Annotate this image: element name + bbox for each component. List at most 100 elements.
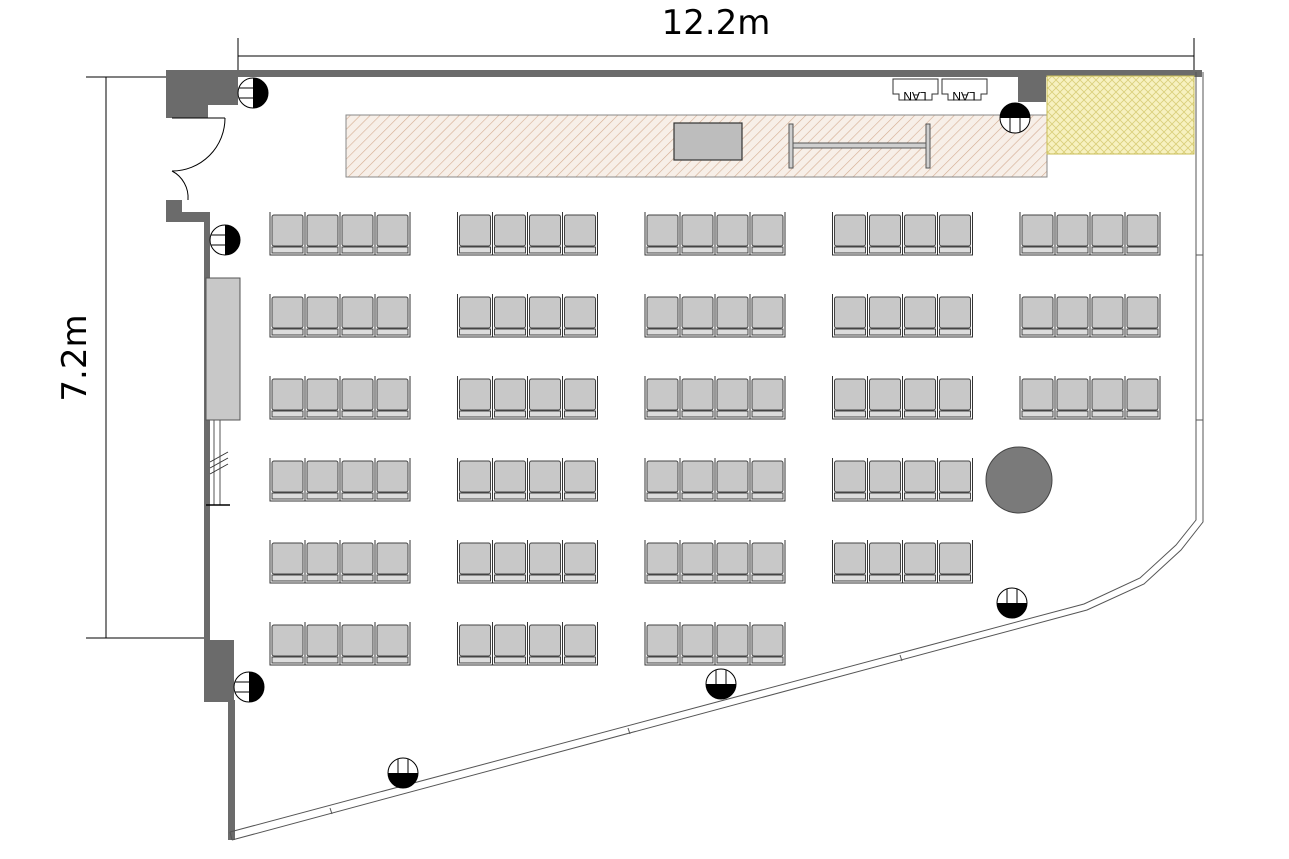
chair	[339, 622, 376, 666]
chair	[492, 376, 528, 420]
chair	[457, 376, 493, 420]
chair	[902, 294, 938, 338]
outlet-icon	[209, 224, 241, 256]
stage-area	[345, 114, 1048, 178]
seat-block	[832, 376, 973, 420]
chair	[562, 622, 598, 666]
chair	[867, 212, 903, 256]
chair	[304, 622, 341, 666]
chair	[562, 294, 598, 338]
chair	[644, 294, 681, 338]
chair	[937, 212, 973, 256]
chair	[937, 294, 973, 338]
chair	[457, 622, 493, 666]
outlet-icon	[387, 757, 419, 789]
chair	[269, 212, 306, 256]
chair	[562, 212, 598, 256]
chair	[457, 458, 493, 502]
chair	[1054, 212, 1091, 256]
seat-block	[269, 540, 411, 584]
outlet-icon	[996, 587, 1028, 619]
chair	[457, 540, 493, 584]
door[interactable]	[171, 117, 226, 201]
chair	[644, 458, 681, 502]
chair	[492, 540, 528, 584]
outlet-icon	[999, 102, 1031, 134]
seat-block	[269, 622, 411, 666]
seat-block	[457, 212, 598, 256]
chair	[937, 458, 973, 502]
outlet-icon	[233, 671, 265, 703]
chair	[832, 376, 868, 420]
seat-block	[644, 622, 786, 666]
chair	[902, 540, 938, 584]
chair	[749, 540, 786, 584]
chair	[832, 540, 868, 584]
seat-block	[269, 212, 411, 256]
chair	[1124, 212, 1161, 256]
chair	[457, 294, 493, 338]
chair	[679, 622, 716, 666]
seat-block	[644, 294, 786, 338]
seat-block	[457, 294, 598, 338]
chair	[714, 294, 751, 338]
chair	[832, 212, 868, 256]
lan-port-2[interactable]: LAN	[941, 78, 988, 103]
lan-port-label: LAN	[952, 89, 975, 103]
chair	[304, 212, 341, 256]
chair	[749, 458, 786, 502]
chair	[867, 294, 903, 338]
seat-block	[1019, 294, 1161, 338]
lan-port-1[interactable]: LAN	[892, 78, 939, 103]
chair	[644, 622, 681, 666]
chair	[749, 294, 786, 338]
chair	[527, 294, 563, 338]
chair	[269, 622, 306, 666]
chair	[1089, 212, 1126, 256]
chair	[339, 540, 376, 584]
chair	[339, 458, 376, 502]
chair	[679, 212, 716, 256]
chair	[1019, 376, 1056, 420]
chair	[492, 294, 528, 338]
chair	[339, 376, 376, 420]
chair	[304, 458, 341, 502]
chair	[1054, 376, 1091, 420]
seat-block	[644, 540, 786, 584]
chair	[902, 376, 938, 420]
seat-block	[644, 212, 786, 256]
chair	[374, 376, 411, 420]
chair	[374, 622, 411, 666]
chair	[1124, 294, 1161, 338]
seat-block	[269, 376, 411, 420]
chair	[902, 458, 938, 502]
chair	[527, 622, 563, 666]
seat-block	[457, 540, 598, 584]
width-dimension: 12.2m	[237, 3, 1195, 70]
chair	[867, 458, 903, 502]
chair	[1089, 376, 1126, 420]
chair	[679, 294, 716, 338]
chair	[457, 212, 493, 256]
outlet-icon	[705, 668, 737, 700]
storage-area	[1046, 75, 1195, 155]
seat-block	[644, 376, 786, 420]
chair	[714, 540, 751, 584]
outlet-icon	[237, 77, 269, 109]
chair	[1054, 294, 1091, 338]
chair	[374, 458, 411, 502]
seat-block	[832, 212, 973, 256]
window-wall	[229, 72, 1204, 841]
chair	[749, 376, 786, 420]
width-label: 12.2m	[662, 3, 771, 43]
seat-block	[457, 376, 598, 420]
chair	[644, 212, 681, 256]
chair	[492, 212, 528, 256]
chair	[374, 540, 411, 584]
seat-block	[832, 540, 973, 584]
chair	[492, 458, 528, 502]
lectern	[673, 122, 743, 161]
chair	[867, 376, 903, 420]
chair	[714, 212, 751, 256]
